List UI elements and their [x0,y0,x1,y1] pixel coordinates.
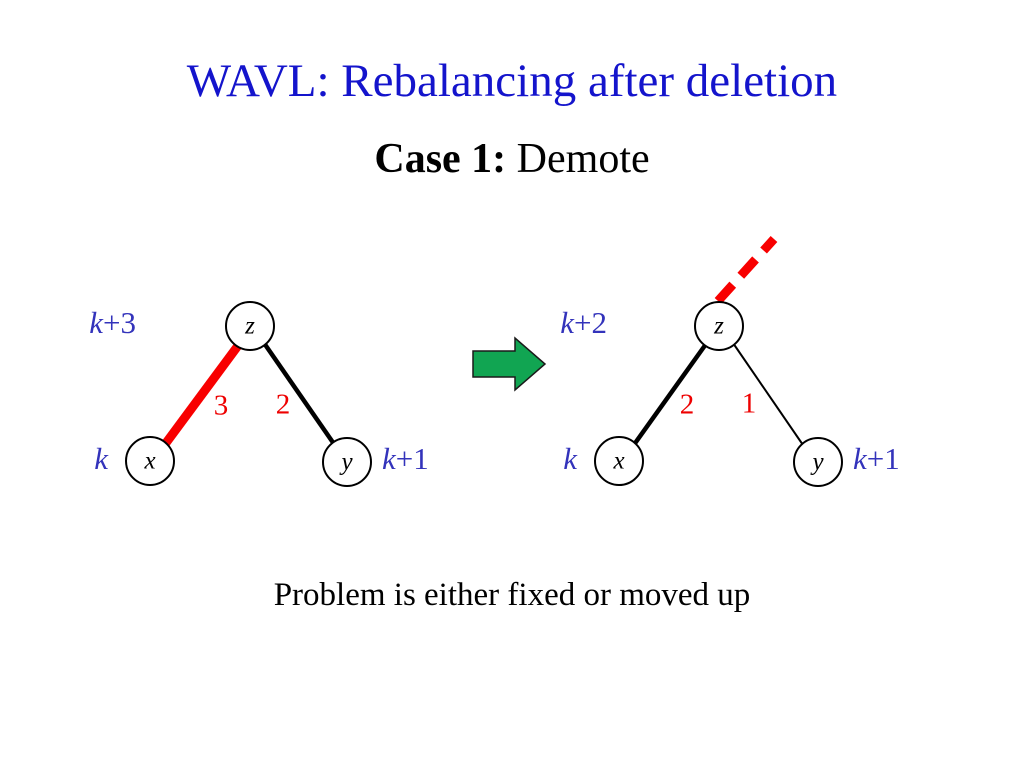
node-label: y [338,449,353,476]
transformation-arrow [472,336,547,392]
rank-suffix: +2 [574,305,607,340]
rank-diff-z-y-before: 2 [276,389,291,421]
node-x-before: x [125,436,175,486]
subtitle-case-label: Case 1: [374,136,507,182]
edge-z-y [262,341,336,446]
edge-z-x-after [631,342,708,448]
after-demote-tree: z k+2 x k y k+1 2 1 [560,235,900,487]
rank-suffix: +1 [396,441,429,476]
rank-prefix: k [89,305,104,340]
node-y-before: y [322,437,372,487]
page-subtitle: Case 1: Demote [0,133,1024,185]
rank-diff-z-x-after: 2 [680,389,695,421]
rank-prefix: k [853,441,868,476]
rank-label-x-before: k [94,441,109,476]
subtitle-action-label: Demote [506,136,650,182]
node-z-before: z [225,301,275,351]
before-demote-tree: z k+3 x k y k+1 3 2 [89,301,429,487]
rank-diff-z-x-before: 3 [214,390,229,422]
node-y-after: y [793,437,843,487]
rank-label-y-before: k+1 [382,441,429,476]
node-label: z [713,313,724,340]
node-label: x [143,448,155,475]
node-label: z [244,313,255,340]
node-x-after: x [594,436,644,486]
edge-parent-z-red-dashed [714,235,778,305]
arrow-right-icon [472,336,547,392]
edge-z-y-after [732,342,804,446]
rank-label-x-after: k [563,441,578,476]
rank-label-y-after: k+1 [853,441,900,476]
node-circle [322,437,372,487]
node-circle [225,301,275,351]
node-z-after: z [694,301,744,351]
node-circle [694,301,744,351]
rank-prefix: k [560,305,575,340]
page-title: WAVL: Rebalancing after deletion [186,55,838,107]
rank-diff-z-y-after: 1 [742,388,757,420]
slide-caption: Problem is either fixed or moved up [273,577,751,613]
edge-z-x-red [159,340,244,450]
node-circle [793,437,843,487]
rank-suffix: +1 [867,441,900,476]
rank-prefix: k [382,441,397,476]
node-label: y [809,449,824,476]
rank-prefix: k [94,441,109,476]
rank-suffix: +3 [103,305,136,340]
node-circle [125,436,175,486]
node-label: x [612,448,624,475]
rank-prefix: k [563,441,578,476]
rank-label-z-after: k+2 [560,305,607,340]
node-circle [594,436,644,486]
rank-label-z-before: k+3 [89,305,136,340]
